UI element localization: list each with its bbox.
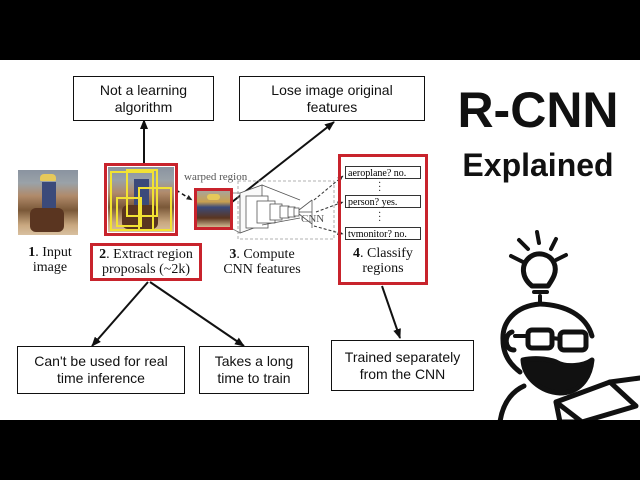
step-3-num: 3 bbox=[229, 247, 237, 262]
class-person: person? yes. bbox=[345, 195, 421, 208]
cnn-label: CNN bbox=[301, 213, 325, 225]
callout-not-learning-text: Not a learning algorithm bbox=[99, 81, 188, 115]
title-explained: Explained bbox=[462, 147, 614, 183]
step-2-text: . Extract region proposals (~2k) bbox=[101, 247, 193, 277]
class-ellipsis-2: ··· bbox=[378, 208, 382, 227]
class-tvmonitor: tvmonitor? no. bbox=[345, 227, 421, 240]
step-2-frame bbox=[90, 243, 202, 281]
callout-not-learning: Not a learning algorithm bbox=[73, 76, 214, 121]
input-image-hat bbox=[40, 174, 56, 181]
cnn-fc-line-1 bbox=[298, 199, 313, 211]
input-image bbox=[18, 170, 78, 235]
proposal-box-3 bbox=[138, 187, 172, 231]
callout-realtime-text: Can't be used for real time inference bbox=[34, 353, 168, 386]
book-spine bbox=[553, 399, 584, 420]
book-cover bbox=[607, 375, 640, 385]
thumbnail-canvas: Not a learning algorithm Lose image orig… bbox=[0, 60, 640, 420]
cnn-outer-dashed bbox=[237, 180, 335, 240]
input-image-person bbox=[42, 182, 56, 208]
classify-frame bbox=[338, 154, 428, 285]
warped-region-image bbox=[197, 191, 230, 227]
bulb-ray-top-right bbox=[549, 237, 558, 251]
callout-long-train-text: Takes a long time to train bbox=[214, 353, 294, 386]
proposal-box-2 bbox=[126, 169, 158, 217]
arrow-to-trained-separately bbox=[381, 285, 401, 339]
class-aeroplane: aeroplane? no. bbox=[345, 166, 421, 179]
lightbulb-icon bbox=[521, 251, 558, 289]
ear bbox=[503, 329, 517, 353]
cnn-stack bbox=[237, 180, 335, 240]
callout-lose-features-text: Lose image original features bbox=[271, 81, 393, 115]
callout-trained-separately: Trained separately from the CNN bbox=[331, 340, 474, 391]
proposals-image bbox=[108, 167, 174, 232]
proposal-box-1 bbox=[110, 171, 154, 231]
step-4-text: . Classify regions bbox=[360, 246, 413, 276]
glasses-left-lens bbox=[525, 327, 555, 351]
callout-realtime: Can't be used for real time inference bbox=[17, 346, 185, 394]
thinker-illustration bbox=[497, 230, 640, 420]
class-ellipsis-1: ··· bbox=[378, 178, 382, 197]
arrow-to-long-train bbox=[149, 281, 245, 347]
glasses-bridge bbox=[550, 336, 562, 341]
step-1-text: . Input image bbox=[32, 245, 72, 275]
step-2-label: 2. Extract region proposals (~2k) bbox=[90, 247, 202, 277]
step-1-label: 1. Input image bbox=[14, 245, 86, 275]
step-4-num: 4 bbox=[353, 246, 361, 261]
bulb-ray-left bbox=[509, 254, 525, 264]
callout-long-train: Takes a long time to train bbox=[199, 346, 309, 394]
title-rcnn: R-CNN bbox=[457, 82, 619, 138]
bulb-ray-top-left bbox=[517, 238, 530, 251]
arrow-warp-to-lose-features bbox=[231, 121, 335, 203]
cnn-fc-line-3 bbox=[298, 213, 313, 225]
warped-region-frame bbox=[194, 188, 233, 230]
warped-region-label: warped region bbox=[184, 171, 248, 183]
connector-arrows bbox=[91, 119, 640, 420]
input-image-horse bbox=[30, 208, 64, 232]
step-2-num: 2 bbox=[99, 247, 107, 262]
proposals-frame bbox=[104, 163, 178, 236]
cnn-layer-7 bbox=[293, 207, 300, 217]
step-3-text: . Compute CNN features bbox=[223, 247, 301, 277]
warped-region-hat bbox=[207, 194, 220, 200]
book-icon bbox=[553, 379, 639, 420]
callout-trained-separately-text: Trained separately from the CNN bbox=[344, 348, 461, 382]
beard bbox=[520, 356, 595, 396]
shoulders bbox=[497, 383, 527, 420]
callout-lose-features: Lose image original features bbox=[239, 76, 425, 121]
cnn-connector-1 bbox=[261, 184, 301, 201]
cnn-connector-2 bbox=[261, 217, 301, 226]
step-1-num: 1 bbox=[28, 245, 36, 260]
step-3-label: 3. Compute CNN features bbox=[208, 247, 316, 277]
step-4-label: 4. Classify regions bbox=[340, 246, 426, 276]
arrow-to-realtime bbox=[91, 281, 149, 347]
bulb-ray-right bbox=[554, 253, 568, 262]
arrow-proposal-to-warp bbox=[175, 189, 193, 201]
bulb-ray-top bbox=[535, 230, 541, 245]
glasses-right-lens bbox=[557, 329, 589, 353]
head-crown bbox=[537, 301, 595, 339]
proposal-box-4 bbox=[116, 197, 142, 227]
